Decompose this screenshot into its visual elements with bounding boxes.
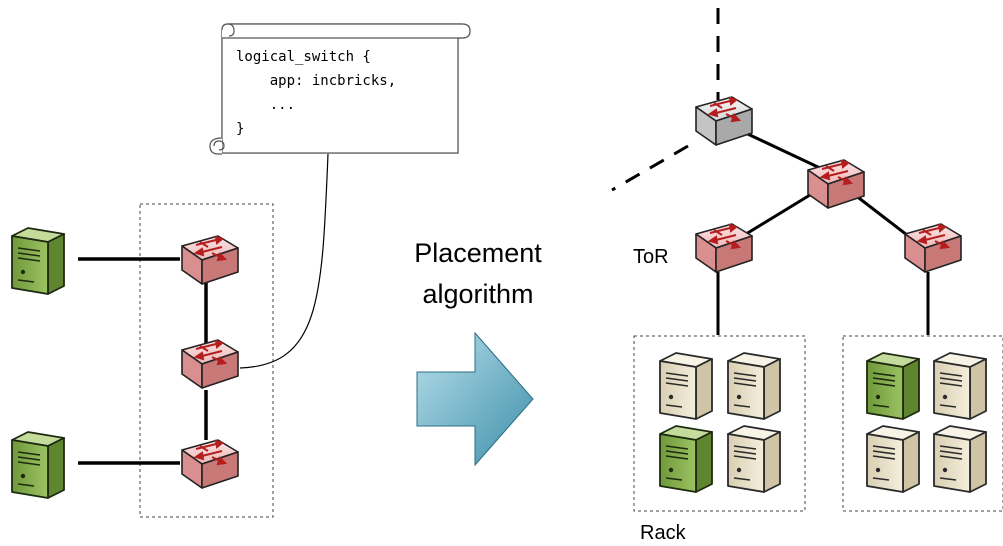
- rack-right-server-2: [933, 352, 987, 420]
- rack-left-server-3: [659, 425, 713, 493]
- callout-line: [239, 153, 329, 369]
- logical-switch-middle: [181, 339, 239, 389]
- code-line-4: }: [236, 121, 244, 137]
- left-links: [78, 257, 208, 465]
- rack-right-server-4: [933, 425, 987, 493]
- host-server-top: [11, 227, 65, 295]
- rack-left-server-2: [727, 352, 781, 420]
- core-switch: [695, 96, 753, 146]
- aggregation-switch: [807, 159, 865, 209]
- placement-label-line2: algorithm: [422, 279, 533, 309]
- rack-right: [842, 335, 1003, 512]
- tor-switch-right: [904, 223, 962, 273]
- logical-switch-box: [139, 203, 274, 518]
- logical-switch-bottom: [181, 439, 239, 489]
- rack-left-server-4: [727, 425, 781, 493]
- tor-switch-left: [695, 223, 753, 273]
- rack-right-server-1: [866, 352, 920, 420]
- rack-left-server-1: [659, 352, 713, 420]
- rack-right-server-3: [866, 425, 920, 493]
- rack-label: Rack: [640, 522, 687, 544]
- uplink-dashed: [611, 8, 720, 192]
- code-line-2: app: incbricks,: [236, 73, 396, 89]
- placement-label-line1: Placement: [414, 238, 542, 268]
- config-scroll: logical_switch { app: incbricks, ... }: [209, 23, 471, 155]
- tor-label: ToR: [633, 246, 669, 268]
- code-line-1: logical_switch {: [236, 49, 371, 65]
- code-line-3: ...: [236, 97, 295, 113]
- right-links: [716, 126, 930, 335]
- logical-switch-top: [181, 235, 239, 285]
- rack-left: [633, 335, 806, 512]
- host-server-bottom: [11, 431, 65, 499]
- right-arrow-icon: [416, 331, 534, 467]
